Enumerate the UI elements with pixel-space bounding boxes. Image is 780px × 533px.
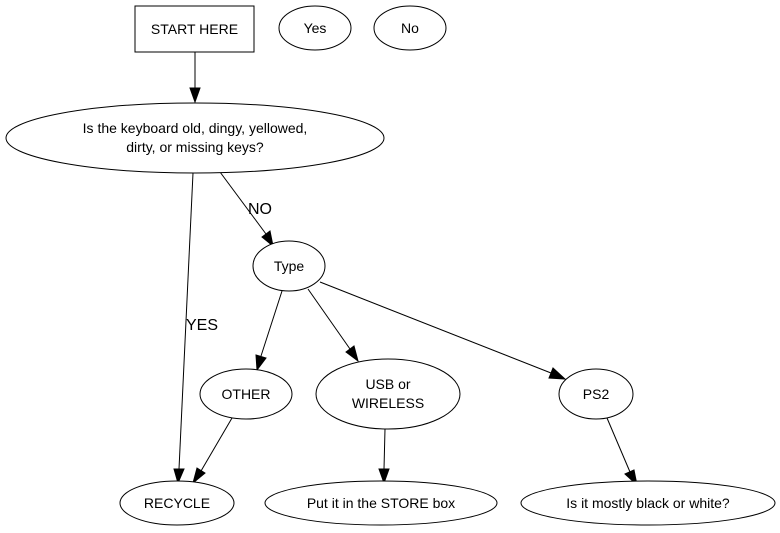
start-node: START HERE (134, 5, 255, 53)
arrowhead-question-to-recycle (173, 468, 185, 485)
arrowhead-start-to-question (189, 87, 201, 104)
question-label-line1: Is the keyboard old, dingy, yellowed, (83, 120, 308, 136)
edge-other-to-recycle (200, 417, 233, 472)
recycle-label: RECYCLE (144, 495, 210, 511)
usb-label-line1: USB or (365, 376, 410, 392)
edge-ps2-to-color (606, 417, 631, 473)
arrowhead-other-to-recycle (192, 467, 206, 485)
question-node: Is the keyboard old, dingy, yellowed, di… (5, 102, 385, 174)
legend-no-node: No (373, 5, 447, 51)
legend-yes-node: Yes (278, 5, 352, 51)
legend-yes-label: Yes (304, 20, 327, 36)
nodes: START HERE Yes No Is the keyboard old, d… (5, 5, 776, 526)
edge-label-no: NO (248, 201, 272, 218)
edge-usb-to-store (383, 428, 386, 470)
question-label-line2: dirty, or missing keys? (126, 139, 264, 155)
edge-question-to-type (219, 171, 267, 235)
ps2-label: PS2 (583, 386, 610, 402)
usb-label-line2: WIRELESS (352, 395, 424, 411)
legend-no-label: No (401, 20, 419, 36)
usb-wireless-node: USB or WIRELESS (315, 358, 461, 430)
arrowhead-usb-to-store (378, 468, 390, 485)
edge-type-to-usb (307, 288, 351, 350)
edges: NO YES (173, 52, 638, 487)
type-label: Type (274, 258, 305, 274)
store-node: Put it in the STORE box (264, 480, 498, 526)
edge-type-to-ps2 (319, 281, 552, 374)
arrowhead-type-to-other (255, 354, 267, 372)
other-label: OTHER (222, 386, 271, 402)
color-question-label: Is it mostly black or white? (566, 495, 730, 511)
recycle-node: RECYCLE (119, 480, 235, 526)
start-node-label: START HERE (151, 21, 238, 37)
edge-label-yes: YES (186, 317, 218, 334)
other-node: OTHER (199, 368, 293, 420)
arrowhead-type-to-ps2 (548, 367, 567, 380)
ps2-node: PS2 (558, 368, 634, 420)
color-question-node: Is it mostly black or white? (520, 480, 776, 526)
type-node: Type (252, 240, 326, 292)
store-label: Put it in the STORE box (307, 495, 455, 511)
edge-type-to-other (260, 290, 283, 357)
edge-question-to-recycle (178, 172, 194, 470)
arrowhead-question-to-type (261, 230, 274, 248)
arrowhead-type-to-usb (345, 345, 359, 363)
